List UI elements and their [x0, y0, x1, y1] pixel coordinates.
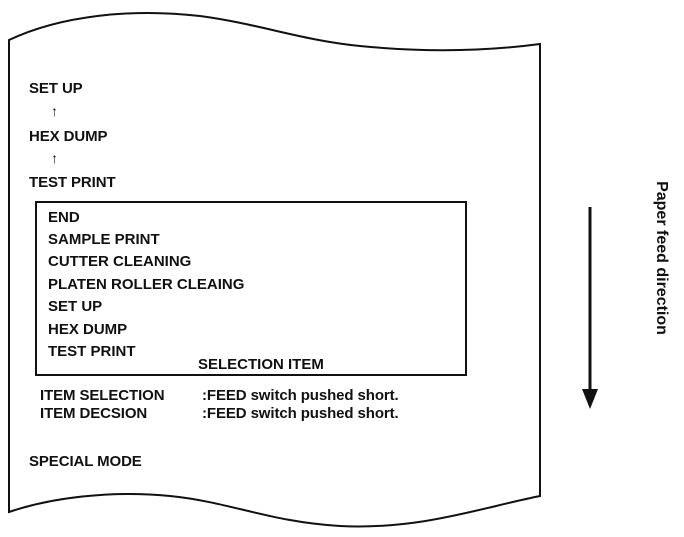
menu-item-end: END: [48, 209, 80, 226]
selection-item-box: END SAMPLE PRINT CUTTER CLEANING PLATEN …: [35, 201, 467, 376]
item-selection-label: ITEM SELECTION: [40, 387, 165, 404]
up-arrow-icon: ↑: [51, 150, 58, 166]
feed-direction-label: Paper feed direction: [653, 181, 670, 335]
paper-outline: [8, 12, 541, 528]
history-hex-dump-label: HEX DUMP: [29, 128, 108, 145]
history-test-print-label: TEST PRINT: [29, 174, 116, 191]
menu-item-platen-roller-cleaning: PLATEN ROLLER CLEAING: [48, 276, 245, 293]
menu-item-set-up: SET UP: [48, 298, 103, 315]
up-arrow-icon: ↑: [51, 103, 58, 119]
selection-item-caption: SELECTION ITEM: [186, 356, 336, 374]
menu-item-sample-print: SAMPLE PRINT: [48, 231, 160, 248]
history-setup-label: SET UP: [29, 80, 83, 97]
item-decision-label: ITEM DECSION: [40, 405, 148, 422]
menu-item-test-print: TEST PRINT: [48, 343, 136, 360]
item-selection-action: :FEED switch pushed short.: [202, 387, 399, 404]
menu-item-cutter-cleaning: CUTTER CLEANING: [48, 253, 192, 270]
special-mode-label: SPECIAL MODE: [29, 453, 142, 470]
feed-direction-arrow-icon: [582, 207, 598, 409]
menu-item-hex-dump: HEX DUMP: [48, 321, 128, 338]
item-decision-action: :FEED switch pushed short.: [202, 405, 399, 422]
